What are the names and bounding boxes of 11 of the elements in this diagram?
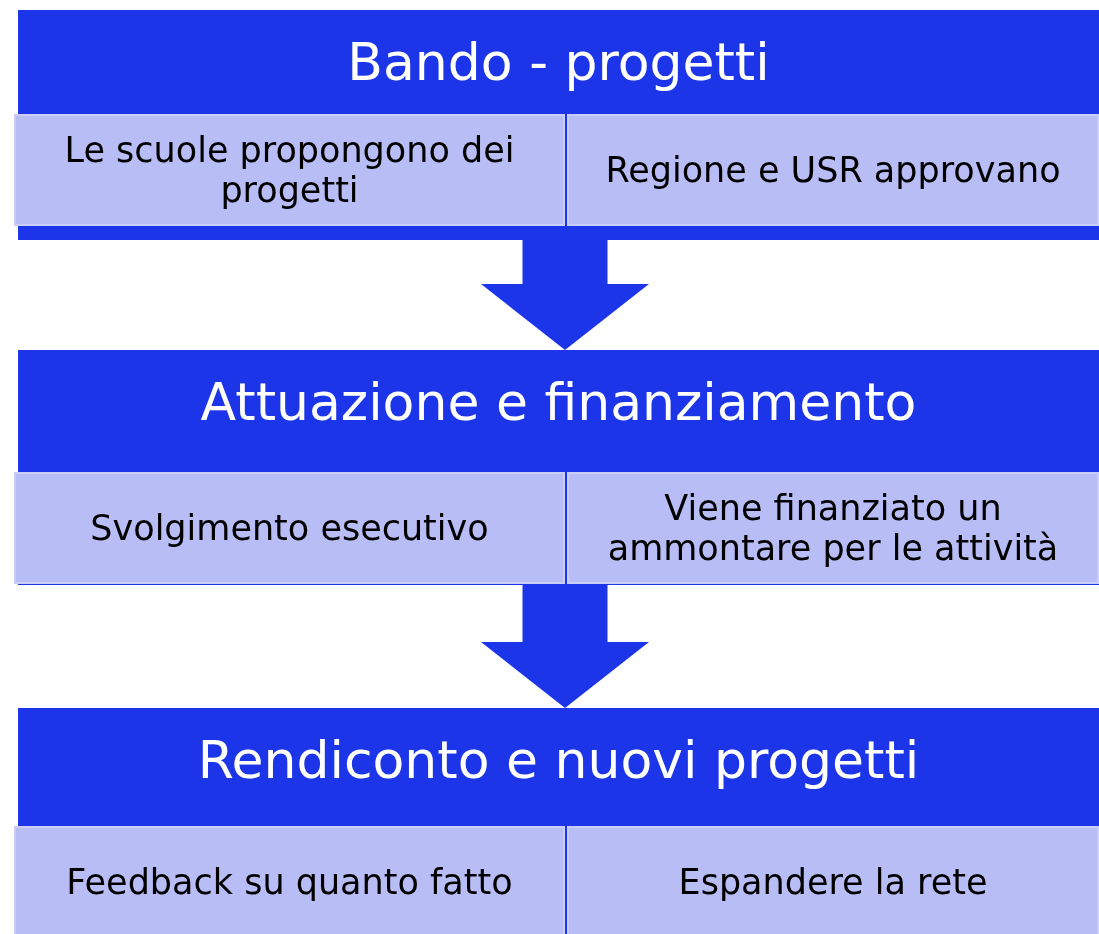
step-card: Le scuole propongono dei progetti	[14, 114, 565, 226]
arrow	[481, 240, 649, 350]
stage-title: Attuazione e finanziamento	[199, 371, 918, 434]
step-card: Espandere la rete	[567, 826, 1099, 934]
stage-title: Bando - progetti	[346, 31, 771, 94]
step-card: Regione e USR approvano	[567, 114, 1099, 226]
step-card: Viene finanziato un ammontare per le attività	[567, 472, 1099, 584]
stage-title: Rendiconto e nuovi progetti	[196, 729, 921, 792]
step-card: Feedback su quanto fatto	[14, 826, 565, 934]
arrow	[481, 585, 649, 708]
step-card: Svolgimento esecutivo	[14, 472, 565, 584]
